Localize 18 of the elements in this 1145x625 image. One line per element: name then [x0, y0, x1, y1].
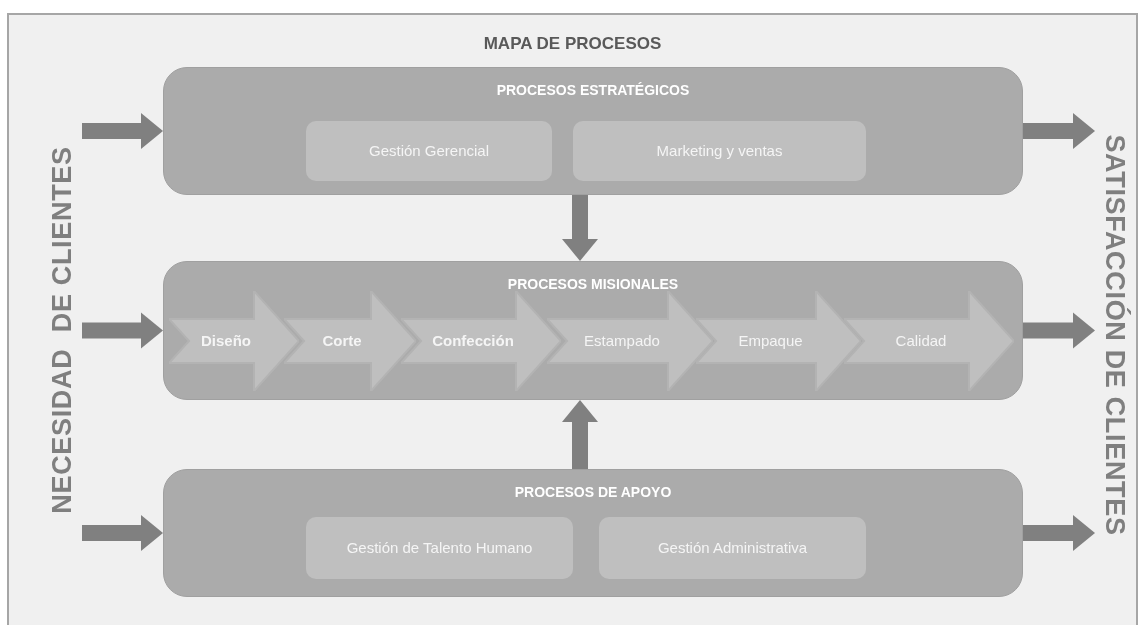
node-label: PROCESOS DE APOYO — [514, 483, 672, 502]
block-arrow — [562, 195, 598, 261]
block-arrow — [82, 515, 163, 551]
block-arrow — [1023, 113, 1095, 149]
block-arrow — [82, 312, 163, 349]
block-arrow — [82, 113, 163, 149]
node-label: PROCESOS ESTRATÉGICOS — [496, 81, 690, 100]
process-band — [163, 261, 1023, 400]
diagram-title: MAPA DE PROCESOS — [483, 33, 662, 55]
chevron-step — [169, 291, 299, 391]
block-arrow — [1023, 515, 1095, 551]
side-label: NECESIDAD DE CLIENTES — [42, 95, 82, 565]
side-label: SATISFACCIÓN DE CLIENTES — [1095, 100, 1135, 570]
block-arrow — [1023, 312, 1095, 349]
node-label: PROCESOS MISIONALES — [507, 275, 679, 294]
process-band — [163, 469, 1023, 597]
block-arrow — [562, 400, 598, 469]
process-band — [163, 67, 1023, 195]
